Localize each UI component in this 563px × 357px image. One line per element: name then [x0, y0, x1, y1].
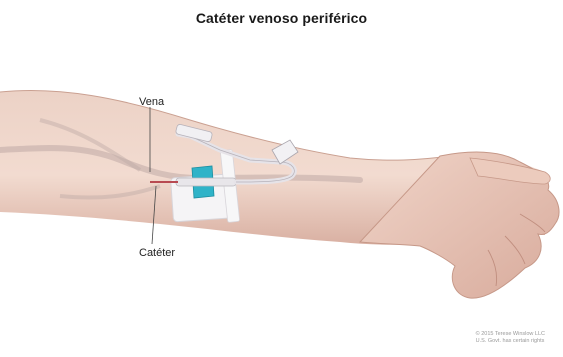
figure-title: Catéter venoso periférico [0, 10, 563, 26]
copyright-line-1: © 2015 Terese Winslow LLC [476, 331, 545, 338]
label-catheter: Catéter [139, 247, 175, 259]
label-vein: Vena [139, 96, 164, 108]
copyright-line-2: U.S. Govt. has certain rights [476, 338, 545, 345]
catheter-body [176, 178, 236, 186]
copyright-notice: © 2015 Terese Winslow LLC U.S. Govt. has… [476, 331, 545, 345]
